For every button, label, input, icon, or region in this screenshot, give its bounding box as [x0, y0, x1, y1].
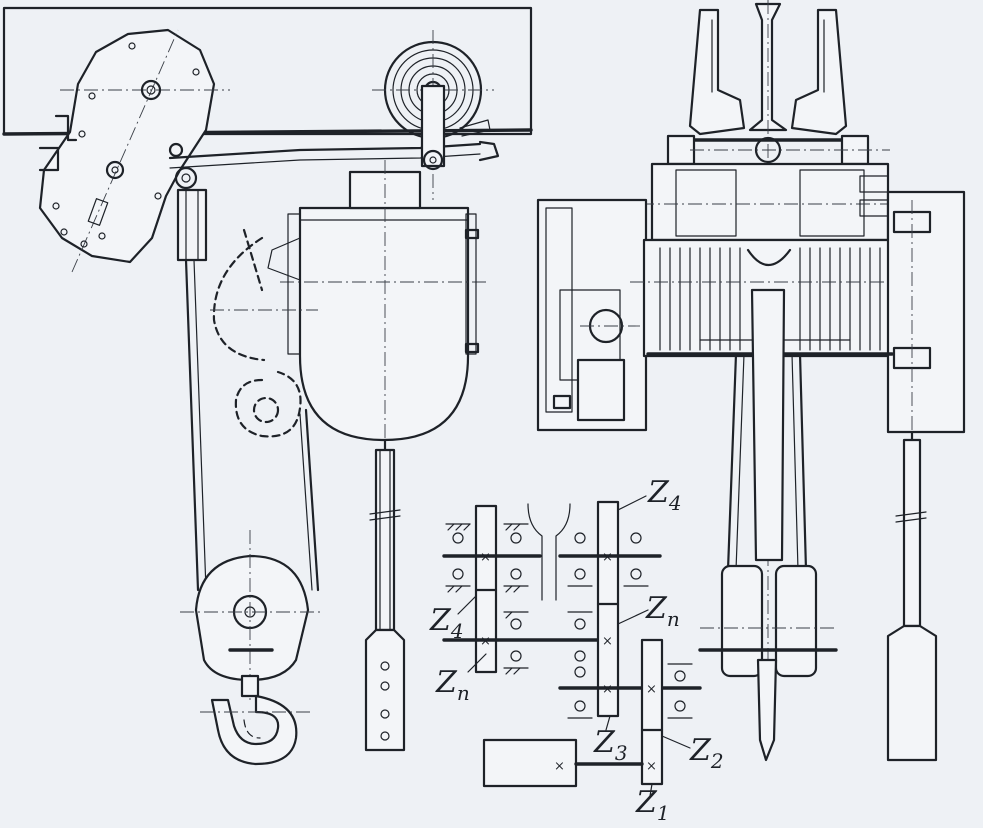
drum-housing [298, 206, 470, 442]
label-z2: Z2 [689, 733, 724, 773]
rail-beam [2, 6, 533, 136]
load-hook [210, 694, 298, 766]
svg-text:×: × [602, 682, 613, 697]
hinge-pin [174, 166, 198, 190]
hook-block-front-left [720, 564, 764, 678]
trolley-wheel-axle [140, 79, 162, 101]
rope-fall-front-right [798, 352, 808, 572]
bearing-symbols-right [667, 663, 693, 719]
hook-shank-front [750, 288, 786, 562]
label-z4-left: Z4 [429, 603, 464, 643]
plate-centerline [71, 29, 179, 273]
trolley-wheel-left [688, 8, 746, 136]
label-z4-top: Z4 [647, 475, 682, 515]
hook-block-front-right [774, 564, 818, 678]
hook-block [180, 530, 320, 700]
front-view [536, 0, 966, 762]
rope-guide-block [176, 188, 208, 262]
raised-hook-outline [212, 236, 266, 362]
trolley-wheel-axle-2 [105, 160, 125, 180]
label-zn-right: Zn [645, 591, 680, 631]
svg-text:×: × [646, 759, 657, 774]
side-frame-right [886, 190, 966, 434]
label-z1: Z1 [635, 785, 670, 825]
rope-fall-front-left [726, 352, 738, 572]
label-zn-left: Zn [435, 665, 470, 705]
side-view [2, 6, 533, 766]
svg-text:×: × [602, 550, 613, 565]
trolley-wheel-right [790, 8, 848, 136]
plate-bolt-holes [52, 42, 200, 248]
svg-text:×: × [602, 634, 613, 649]
bearing-symbols-left [445, 523, 529, 675]
rope-fall-right [304, 408, 320, 592]
svg-text:×: × [480, 634, 491, 649]
cable-linkage-bar [168, 142, 482, 160]
svg-text:×: × [554, 759, 565, 774]
pendant-front [886, 624, 938, 762]
cable-reel [372, 30, 494, 200]
pendant-control [364, 438, 406, 752]
trolley-body [650, 162, 890, 242]
rope-fall-left [184, 258, 200, 592]
svg-text:×: × [480, 550, 491, 565]
bearing-symbols-middle [567, 532, 649, 719]
gear-train-schematic: × × × × × [429, 475, 724, 825]
label-z3: Z3 [593, 725, 628, 765]
pendant-cable-front [902, 438, 922, 628]
svg-text:×: × [646, 682, 657, 697]
raised-hook-dashed [234, 370, 302, 438]
hook-front [756, 658, 778, 762]
